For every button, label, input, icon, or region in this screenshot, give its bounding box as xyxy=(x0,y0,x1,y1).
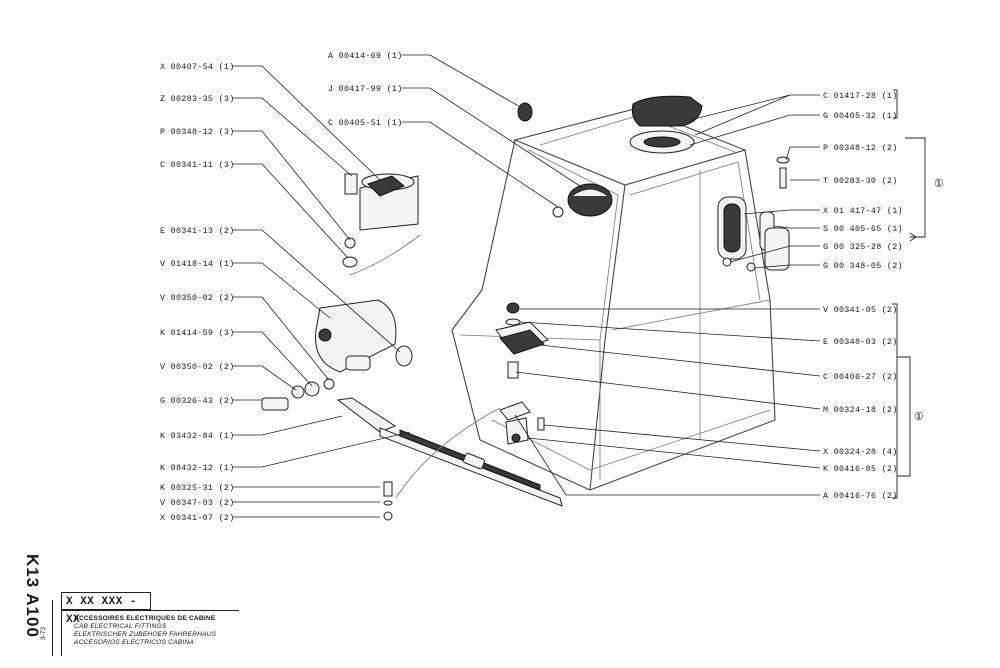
side-code-text: K13 A100 xyxy=(23,554,42,638)
part-label: C 00406-27 (2) xyxy=(823,372,898,382)
part-label: S 00 405-65 (1) xyxy=(823,224,903,234)
part-label: X 00407-54 (1) xyxy=(160,62,235,72)
part-label: T 00283-30 (2) xyxy=(823,176,898,186)
lower-bracket xyxy=(499,401,545,445)
part-label: G 00405-32 (1) xyxy=(823,111,898,121)
part-label: K 00416-85 (2) xyxy=(823,464,898,474)
part-label: X 00324-28 (4) xyxy=(823,447,898,457)
labels-right: C 01417-28 (1) G 00405-32 (1) P 00348-12… xyxy=(823,91,903,501)
part-label: G 00 325-28 (2) xyxy=(823,242,903,252)
part-label: V 00347-03 (2) xyxy=(160,498,235,508)
leaders-left xyxy=(233,65,411,518)
group-mark: ① xyxy=(934,178,944,190)
wiper-motor xyxy=(261,299,413,411)
title-fr: ACCESSOIRES ELECTRIQUES DE CABINE xyxy=(74,615,216,622)
part-label: V 00350-02 (2) xyxy=(160,293,235,303)
part-label: G 00326-43 (2) xyxy=(160,396,235,406)
part-label: K 03432-84 (1) xyxy=(160,431,235,441)
group-mark: ① xyxy=(914,411,924,423)
leaders-right xyxy=(514,94,821,496)
side-lamp xyxy=(717,156,790,272)
fasteners xyxy=(383,407,501,521)
cab-frame xyxy=(451,107,776,491)
part-label: M 00324-18 (2) xyxy=(823,405,898,415)
part-label: V 00341-05 (2) xyxy=(823,305,898,315)
relay-switch xyxy=(495,302,549,379)
part-label: E 00348-03 (2) xyxy=(823,337,898,347)
part-label: K 08432-12 (1) xyxy=(160,463,235,473)
part-label: P 00348-12 (3) xyxy=(160,127,235,137)
part-label: V 00350-02 (2) xyxy=(160,362,235,372)
part-label: C 00405-51 (1) xyxy=(328,118,403,128)
title-en: CAB ELECTRICAL FITTINGS xyxy=(74,623,167,630)
junction-box xyxy=(342,173,421,276)
part-label: C 01417-28 (1) xyxy=(823,91,898,101)
part-label: K 00325-31 (2) xyxy=(160,483,235,493)
part-label: X 00341-07 (2) xyxy=(160,513,235,523)
top-parts xyxy=(517,102,613,218)
title-de: ELEKTRISCHER ZUBEHOER FAHRERHAUS xyxy=(74,631,217,638)
wiper-arm xyxy=(336,397,563,507)
part-label: K 01414-59 (3) xyxy=(160,328,235,338)
group-brackets xyxy=(892,89,926,499)
leaders-top xyxy=(402,54,587,208)
title-block: ACCESSOIRES ELECTRIQUES DE CABINE CAB EL… xyxy=(61,610,239,656)
part-label: A 00414-69 (1) xyxy=(328,51,403,61)
part-label: E 00341-13 (2) xyxy=(160,226,235,236)
sheet-number: 3-73 xyxy=(40,626,47,640)
labels-left: X 00407-54 (1) Z 00283-35 (3) P 00348-12… xyxy=(160,62,235,523)
title-es: ACCESORIOS ELECTRICOS CABINA xyxy=(74,639,194,646)
title-block-rule xyxy=(52,600,53,656)
labels-top: A 00414-69 (1) J 00417-99 (1) C 00405-51… xyxy=(328,51,403,128)
part-label: J 00417-99 (1) xyxy=(328,84,403,94)
part-label: G 00 348-05 (2) xyxy=(823,261,903,271)
part-label: X 01 417-47 (1) xyxy=(823,206,903,216)
part-label: Z 00283-35 (3) xyxy=(160,94,235,104)
part-label: V 01418-14 (1) xyxy=(160,259,235,269)
part-label: P 00348-12 (2) xyxy=(823,143,898,153)
part-label: C 00341-11 (3) xyxy=(160,160,235,170)
part-label: A 00416-76 (2) xyxy=(823,491,898,501)
reference-code: X XX XXX - XX xyxy=(61,592,151,626)
roof-light xyxy=(629,95,703,154)
